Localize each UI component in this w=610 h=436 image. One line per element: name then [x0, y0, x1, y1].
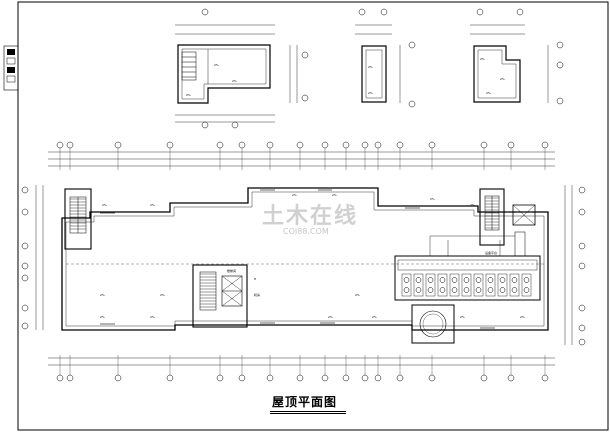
axis-bubble-bottom: [507, 374, 515, 382]
equipment-unit: [509, 273, 520, 297]
axis-bubble-bottom: [396, 374, 404, 382]
svg-text:2%: 2%: [480, 57, 485, 61]
slope-label: 2%: [100, 315, 105, 319]
axis-bubble-bottom: [66, 374, 74, 382]
equipment-unit: [425, 273, 436, 297]
slope-label: 2%: [292, 193, 297, 197]
axis-bubble-bottom: [541, 374, 549, 382]
axis-bubble-bottom: [216, 374, 224, 382]
equipment-unit: [461, 273, 472, 297]
svg-text:2%: 2%: [232, 79, 237, 83]
axis-bubble-bottom: [56, 374, 64, 382]
axis-bubble-top: [216, 141, 224, 149]
slope-label: 2%: [328, 315, 333, 319]
svg-text:2%: 2%: [368, 91, 373, 95]
svg-text:2%: 2%: [368, 65, 373, 69]
axis-bubble-top: [296, 141, 304, 149]
axis-bubble-bottom: [266, 374, 274, 382]
equipment-unit: [413, 273, 424, 297]
equipment-unit: [497, 273, 508, 297]
slope-label: 2%: [332, 193, 337, 197]
equipment-unit: [449, 273, 460, 297]
axis-bubble-top: [114, 141, 122, 149]
axis-bubble-bottom: [321, 374, 329, 382]
axis-bubble-bottom: [428, 374, 436, 382]
watermark-brand: 土木在线: [262, 204, 359, 229]
axis-bubble-bottom: [361, 374, 369, 382]
axis-bubble-top: [507, 141, 515, 149]
stair-room-label: 楼梯间: [227, 268, 236, 273]
watermark-url: COI88.COM: [283, 227, 329, 236]
axis-bubble-top: [480, 141, 488, 149]
slope-label: 2%: [100, 293, 105, 297]
axis-bubble-top: [361, 141, 369, 149]
left-stair: [64, 188, 92, 250]
axis-bubble-bottom: [114, 374, 122, 382]
slope-label: 2%: [460, 315, 465, 319]
slope-annotations: 2% 2% 2% 2% 2% 2% 2% 2% 2% 2% 2% 2% 2% 2% 2%: [100, 193, 525, 319]
equipment-unit: [485, 273, 496, 297]
svg-text:2%: 2%: [486, 91, 491, 95]
axis-bubble-top: [321, 141, 329, 149]
svg-text:2%: 2%: [214, 63, 219, 67]
slope-label: 2%: [355, 293, 360, 297]
slope-label: 2%: [372, 315, 377, 319]
slope-label: 2%: [102, 203, 107, 207]
axis-bubble-bottom: [480, 374, 488, 382]
axis-bubble-bottom: [166, 374, 174, 382]
slope-label: 2%: [430, 197, 435, 201]
equipment-unit: [437, 273, 448, 297]
slope-label: 2%: [150, 315, 155, 319]
left-dimension-lines: [21, 185, 44, 330]
drain-ticks: [100, 189, 495, 329]
title-underline: [270, 411, 346, 412]
equipment-platform: 设备平台: [394, 231, 541, 344]
axis-bubble-top: [56, 141, 64, 149]
equipment-unit: [401, 273, 412, 297]
axis-bubble-top: [428, 141, 436, 149]
svg-text:H: H: [254, 277, 256, 281]
axis-bubble-top: [396, 141, 404, 149]
top-dimension-lines: [48, 151, 555, 167]
drawing-title: 屋顶平面图: [272, 395, 338, 409]
equipment-unit: [521, 273, 532, 297]
axis-bubble-top: [541, 141, 549, 149]
slope-label: 2%: [470, 203, 475, 207]
title-strip: [3, 45, 19, 91]
top-axis-bubbles: [56, 141, 549, 170]
axis-bubble-top: [238, 141, 246, 149]
equipment-unit: [473, 273, 484, 297]
bottom-dimension-lines: [48, 357, 555, 366]
center-stair-machine-room: 楼梯间 H 机房: [192, 264, 260, 328]
bottom-axis-bubbles: [56, 355, 549, 382]
slope-label: 2%: [520, 315, 525, 319]
axis-bubble-bottom: [296, 374, 304, 382]
sheet-border: [17, 1, 609, 431]
axis-bubble-top: [374, 141, 382, 149]
axis-bubble-bottom: [342, 374, 350, 382]
machine-room-label: 机房: [254, 292, 260, 297]
detail-plan-1: 2% 2% 2%: [175, 8, 309, 129]
axis-bubble-bottom: [374, 374, 382, 382]
equipment-area-label: 设备平台: [485, 250, 497, 255]
detail-plan-3: 2% 2% 2%: [470, 8, 564, 105]
right-stair: [479, 188, 536, 246]
strip-mark: [7, 49, 15, 55]
detail-plan-2: 2% 2%: [355, 8, 416, 108]
svg-text:2%: 2%: [500, 77, 505, 81]
axis-bubble-top: [166, 141, 174, 149]
axis-bubble-top: [66, 141, 74, 149]
axis-bubble-top: [266, 141, 274, 149]
slope-label: 2%: [160, 293, 165, 297]
title-underline-2: [270, 413, 346, 414]
right-dimension-lines: [564, 185, 586, 346]
main-roof-outline: [61, 187, 549, 331]
svg-text:2%: 2%: [186, 93, 191, 97]
axis-bubble-top: [342, 141, 350, 149]
slope-label: 2%: [150, 203, 155, 207]
axis-bubble-bottom: [238, 374, 246, 382]
